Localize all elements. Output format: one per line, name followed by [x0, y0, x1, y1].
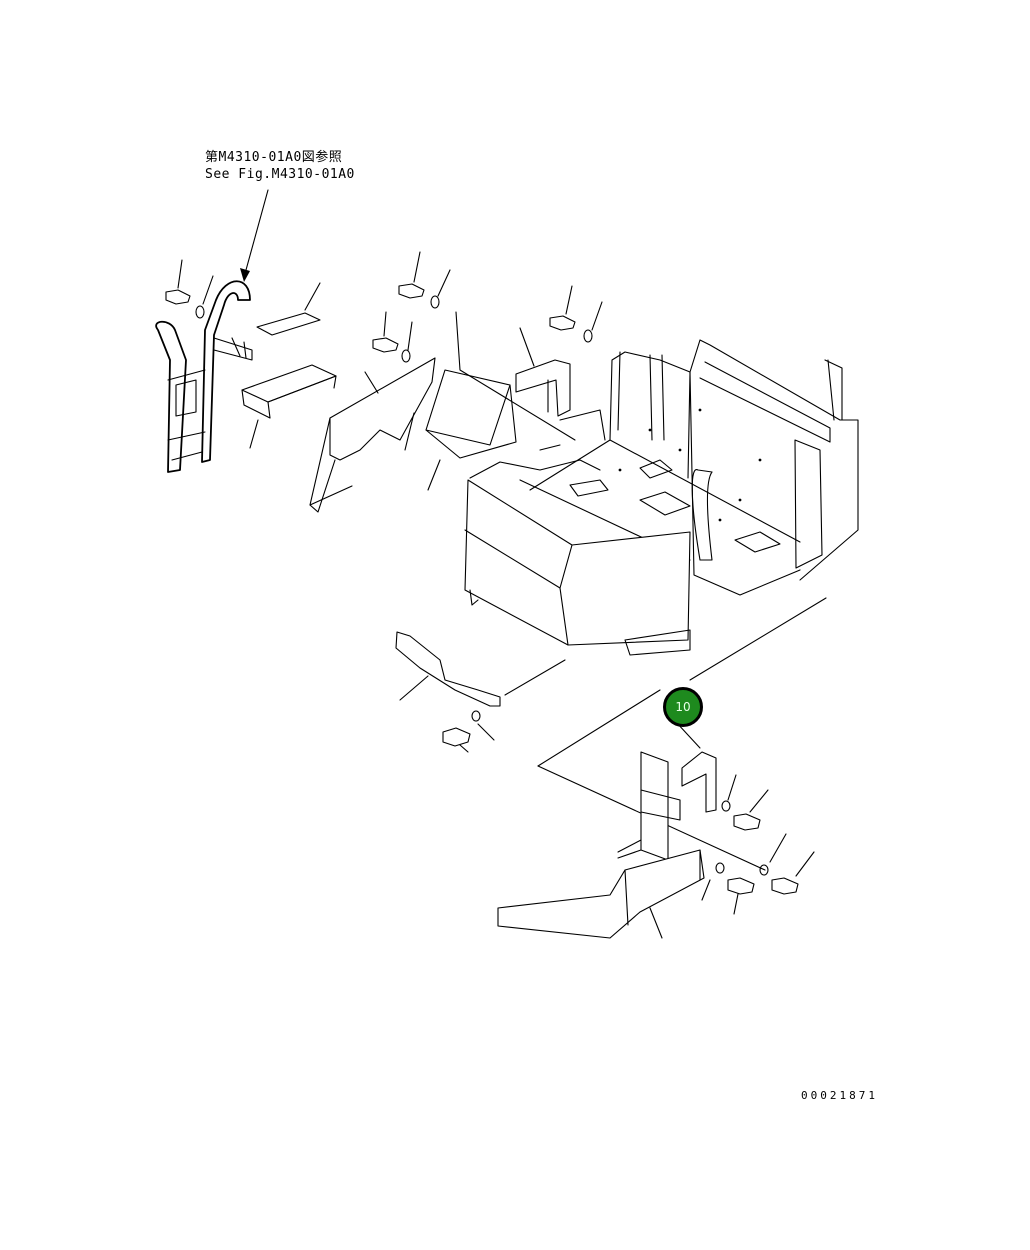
- upper-bolts: [372, 251, 603, 363]
- cab-frame: [519, 339, 859, 596]
- lower-bracket-left: [395, 631, 566, 753]
- callout-badge[interactable]: 10: [663, 687, 703, 727]
- handrail-assembly: [155, 259, 253, 473]
- step-bracket: [241, 364, 337, 449]
- reference-note-japanese: 第M4310-01A0図参照: [205, 150, 343, 165]
- reference-note-english: See Fig.M4310-01A0: [205, 167, 355, 182]
- reference-arrow: [240, 189, 269, 282]
- small-plate: [256, 282, 321, 336]
- callout-label: 10: [675, 700, 691, 714]
- reference-note: 第M4310-01A0図参照 See Fig.M4310-01A0: [205, 149, 355, 183]
- lower-assembly: [497, 751, 815, 939]
- drawing-number: 00021871: [801, 1089, 878, 1102]
- side-panel: [309, 357, 436, 513]
- upper-angle-bracket: [515, 327, 571, 417]
- box-cover: [425, 311, 576, 491]
- console-cover: [464, 459, 691, 656]
